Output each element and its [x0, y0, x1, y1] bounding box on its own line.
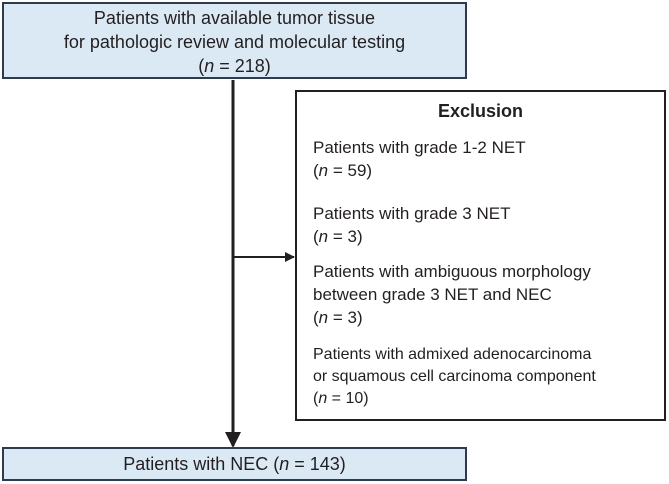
exclusion-item-label: Patients with admixed adenocarcinoma [313, 346, 592, 363]
exclusion-item-admixed-component: Patients with admixed adenocarcinoma or … [313, 344, 596, 410]
enrollment-line-2: for pathologic review and molecular test… [63, 32, 406, 52]
enrollment-count: (n = 218) [198, 56, 271, 76]
exclusion-item-label: Patients with grade 1-2 NET [313, 138, 526, 157]
exclusion-item-count: (n = 10) [313, 390, 369, 407]
exclusion-item-label: or squamous cell carcinoma component [313, 368, 596, 385]
exclusion-item-count: (n = 59) [313, 161, 373, 180]
final-cohort-box: Patients with NEC (n = 143) [2, 447, 467, 481]
exclusion-item-label: Patients with ambiguous morphology [313, 262, 591, 281]
exclusion-item-label: Patients with grade 3 NET [313, 204, 511, 223]
exclusion-title: Exclusion [437, 101, 524, 121]
exclusion-item-count: (n = 3) [313, 227, 363, 246]
exclusion-item-label: between grade 3 NET and NEC [313, 285, 552, 304]
exclusion-item-count: (n = 3) [313, 308, 363, 327]
exclusion-item-grade-3-net: Patients with grade 3 NET (n = 3) [313, 202, 510, 248]
exclusion-box: Exclusion Patients with grade 1-2 NET (n… [295, 90, 666, 421]
final-cohort-label: Patients with NEC (n = 143) [123, 454, 346, 474]
enrollment-box: Patients with available tumor tissue for… [2, 2, 467, 79]
exclusion-item-ambiguous-morphology: Patients with ambiguous morphology betwe… [313, 260, 591, 329]
enrollment-line-1: Patients with available tumor tissue [93, 8, 376, 28]
exclusion-item-grade-1-2-net: Patients with grade 1-2 NET (n = 59) [313, 136, 526, 182]
